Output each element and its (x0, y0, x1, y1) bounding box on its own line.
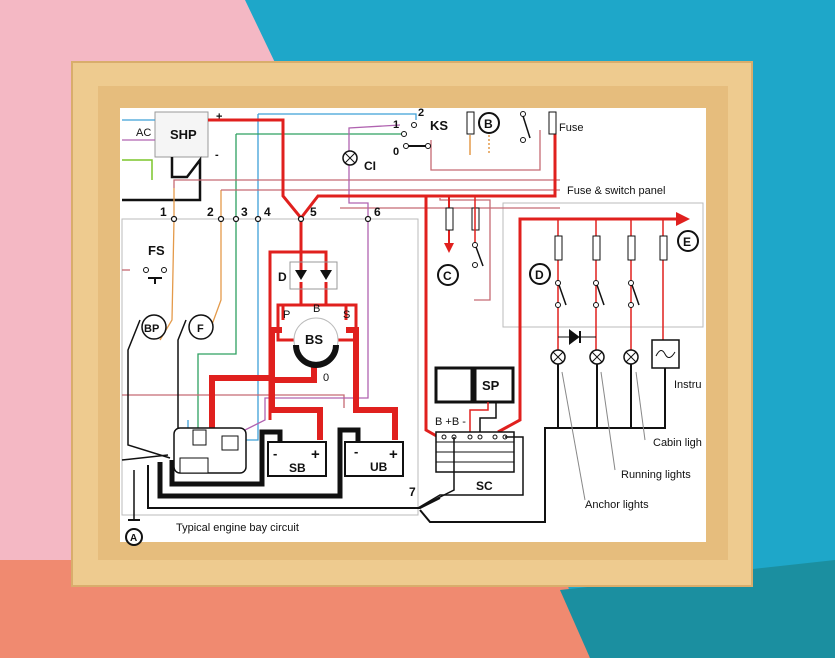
wiring-diagram: SHP AC + - (121, 107, 704, 546)
terminal-2-label: 2 (207, 205, 214, 219)
sb-plus: + (311, 446, 320, 463)
d-circle-label: D (535, 268, 544, 282)
sc-label: SC (476, 479, 493, 493)
instruments-label: Instru (674, 379, 702, 391)
anchor-lights-label: Anchor lights (585, 499, 649, 511)
ub-label: UB (370, 460, 388, 474)
shp-box (154, 111, 209, 158)
b-circle-label: B (484, 117, 493, 131)
p-label: P (283, 309, 290, 321)
diagram-caption: Typical engine bay circuit (176, 522, 299, 534)
sc-terminals-label: B +B - (435, 416, 466, 428)
fs-label: FS (148, 243, 165, 258)
cabin-lights-label: Cabin ligh (653, 437, 702, 449)
terminal-6-label: 6 (374, 205, 381, 219)
terminal-5-label: 5 (310, 205, 317, 219)
ks-0-label: 0 (393, 146, 399, 158)
ci-lamp-icon (342, 150, 358, 166)
terminal-3-label: 3 (241, 205, 248, 219)
shp-minus: - (215, 149, 219, 161)
switch-panel-outline (502, 202, 704, 328)
f-label: F (197, 323, 204, 335)
c-circle-label: C (443, 269, 452, 283)
bs-label: BS (305, 332, 323, 347)
shp-label: SHP (170, 127, 197, 142)
bp-label: BP (144, 323, 159, 335)
bs-0-label: 0 (323, 372, 329, 384)
diode-icon (569, 329, 581, 345)
sb-minus: - (273, 446, 277, 461)
e-circle-label: E (683, 235, 691, 249)
terminal-4-label: 4 (264, 205, 271, 219)
b-label: B (313, 303, 320, 315)
ub-minus: - (354, 444, 358, 459)
running-lights-label: Running lights (621, 469, 691, 481)
s-label: S (343, 309, 350, 321)
fuse-label: Fuse (559, 122, 583, 134)
ac-label: AC (136, 127, 151, 139)
ks-1-label: 1 (393, 119, 399, 131)
fuse-icon (466, 111, 475, 135)
d-label: D (278, 270, 287, 284)
diode-icon (295, 270, 332, 280)
ub-plus: + (389, 446, 398, 463)
shp-plus: + (216, 111, 222, 123)
ks-label: KS (430, 118, 448, 133)
a-circle-label: A (130, 533, 137, 544)
panel-circuits (419, 219, 680, 523)
terminal-1-label: 1 (160, 205, 167, 219)
ci-label: CI (364, 159, 376, 173)
terminal-7-label: 7 (409, 485, 416, 499)
ks-2-label: 2 (418, 107, 424, 119)
sb-label: SB (289, 461, 306, 475)
fuse-switch-panel-label: Fuse & switch panel (567, 185, 665, 197)
sp-label: SP (482, 378, 500, 393)
